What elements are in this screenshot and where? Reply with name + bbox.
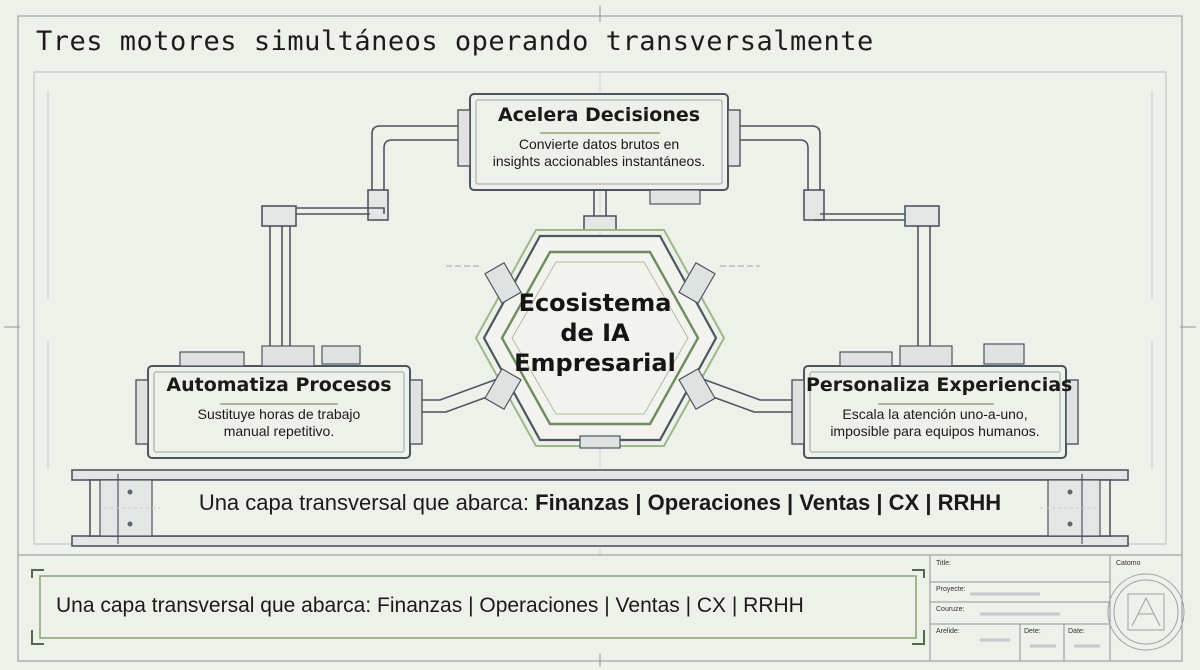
engine-decisions-title: Acelera Decisiones [497,104,701,126]
engine-automation: Automatiza Procesos Sustituye horas de t… [150,374,408,440]
band-prefix: Una capa transversal que abarca: [198,490,536,515]
title-block-date-label-2: Date: [1068,628,1085,635]
band-separator: | [870,490,889,515]
hub-hexagon [446,229,760,449]
band-separator: | [629,490,648,515]
hub-label: Ecosistema de IA Empresarial [500,288,690,378]
engine-decisions-desc-line2: insights accionables instantáneos. [492,153,706,169]
engine-personalization-desc-line1: Escala la atención uno-a-uno, [842,406,1028,422]
band-separator: | [780,490,800,515]
engine-automation-desc-line1: Sustituye horas de trabajo [197,406,361,422]
engine-box-personalization [791,343,1079,459]
band-area-rrhh: RRHH [937,490,1002,515]
hub-label-line3: Empresarial [514,349,676,377]
band-label: Una capa transversal que abarca: Finanza… [140,490,1060,516]
engine-decisions-desc-line1: Convierte datos brutos en [518,136,680,152]
pipe-connectors [261,125,940,413]
engine-automation-desc: Sustituye horas de trabajo manual repeti… [150,406,408,440]
engine-automation-title: Automatiza Procesos [166,374,392,396]
hub-label-line2: de IA [560,319,630,347]
seal-logo [1107,573,1185,651]
hub-label-line1: Ecosistema [518,289,672,317]
band-separator: | [919,490,938,515]
title-block-grid [930,555,1111,661]
engine-automation-desc-line2: manual repetitivo. [223,423,335,439]
engine-decisions: Acelera Decisiones Convierte datos bruto… [472,104,726,170]
band-area-ventas: Ventas [799,490,871,515]
title-block-date-label-1: Dete: [1024,628,1041,635]
band-label-panel [160,484,1040,532]
title-block-project-label: Proyecte: [936,586,966,593]
page-title: Tres motores simultáneos operando transv… [36,26,874,57]
title-block-article-label: Arelide: [936,628,960,635]
title-block-course-label: Couruze: [936,606,965,613]
engine-box-automation [135,345,423,459]
band-area-finanzas: Finanzas [535,490,630,515]
footer-frame [18,554,1182,661]
band-area-operaciones: Operaciones [647,490,781,515]
footer-caption: Una capa transversal que abarca: Finanza… [56,594,804,617]
engine-box-decisions [457,93,741,205]
engine-personalization-desc: Escala la atención uno-a-uno, imposible … [806,406,1064,440]
title-block-title-label: Title: [936,560,951,567]
engine-personalization: Personaliza Experiencias Escala la atenc… [806,374,1073,440]
title-block-catalog-label: Catomo [1116,560,1141,567]
engine-personalization-title: Personaliza Experiencias [806,374,1073,396]
engine-personalization-desc-line2: imposible para equipos humanos. [830,423,1040,439]
engine-decisions-desc: Convierte datos brutos en insights accio… [472,136,726,170]
band-area-cx: CX [888,490,920,515]
